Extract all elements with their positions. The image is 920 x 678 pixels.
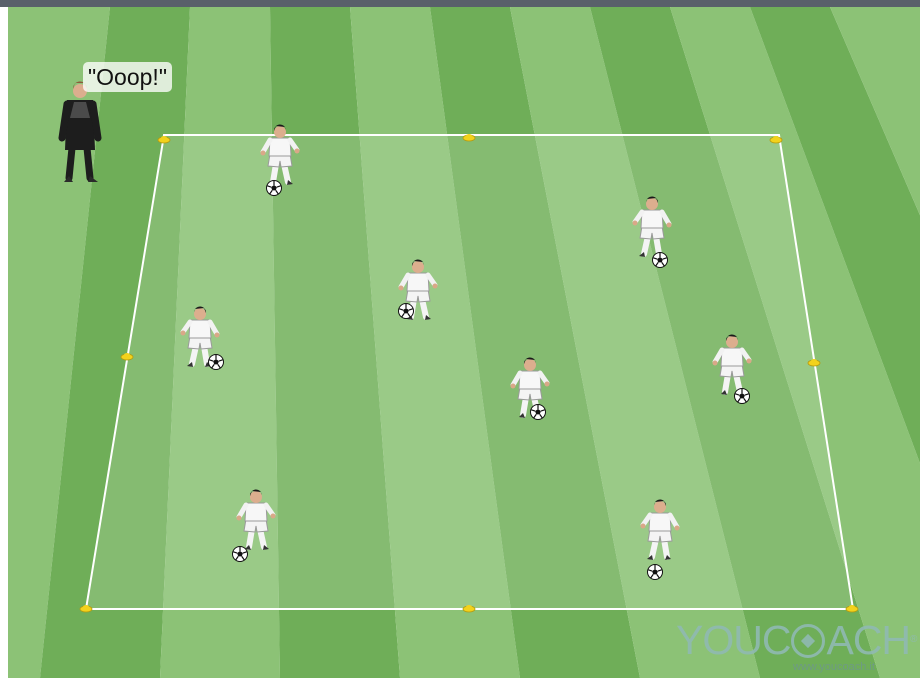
coach-speech-bubble: "Ooop!" — [83, 62, 172, 92]
left-margin — [0, 7, 8, 678]
soccer-ball — [233, 547, 248, 562]
soccer-ball — [653, 253, 668, 268]
youcoach-logo: YOUC ACH® — [676, 618, 916, 662]
football-pitch — [8, 7, 920, 678]
soccer-ball — [735, 389, 750, 404]
soccer-ball — [648, 565, 663, 580]
soccer-ball — [209, 355, 224, 370]
logo-text-end: ACH — [826, 617, 910, 663]
soccer-ball — [399, 304, 414, 319]
soccer-ball — [267, 181, 282, 196]
logo-text-start: YOUC — [676, 617, 790, 663]
logo-ball-icon — [791, 624, 825, 658]
top-bar — [0, 0, 920, 7]
logo-url: www.youcoach.it — [793, 661, 875, 673]
soccer-ball — [531, 405, 546, 420]
logo-registered-mark: ® — [910, 634, 916, 645]
